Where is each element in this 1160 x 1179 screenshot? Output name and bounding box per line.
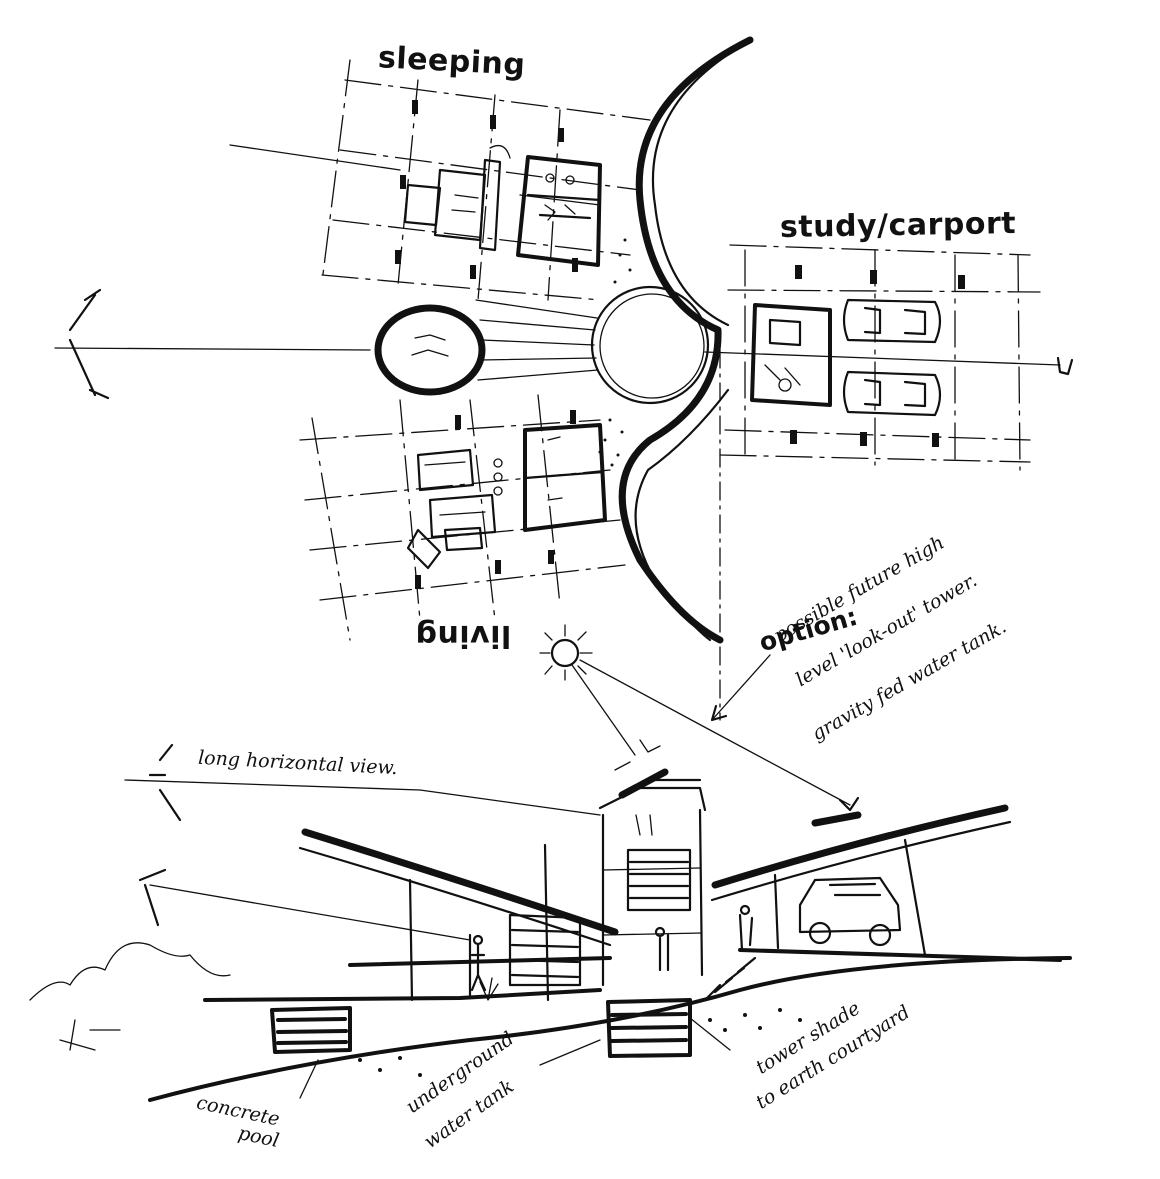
living-pavilion-plan <box>299 394 626 641</box>
living-label: living <box>415 618 512 653</box>
sun-diagram <box>539 624 851 806</box>
study-carport-plan <box>704 244 1074 471</box>
sleeping-pavilion-plan <box>229 59 651 301</box>
curved-wall-courtyard <box>54 36 754 721</box>
site-section <box>29 654 1072 1102</box>
study-carport-label: study/carport <box>779 205 1017 246</box>
